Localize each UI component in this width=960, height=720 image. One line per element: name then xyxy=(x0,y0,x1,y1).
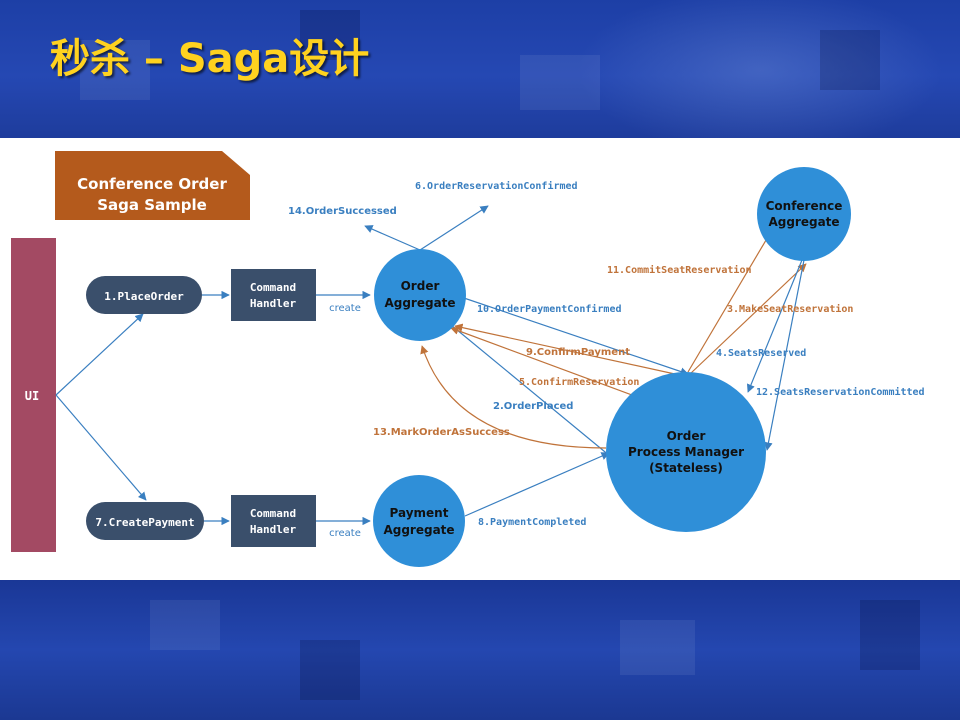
saga-diagram: Conference Order Saga Sample UI 1.PlaceO… xyxy=(11,151,925,567)
top-background-band xyxy=(0,0,960,138)
handler-top-line1: Command xyxy=(250,281,296,294)
payment-completed-arrow xyxy=(464,452,610,517)
background-tile xyxy=(820,30,880,90)
payment-aggregate-line1: Payment xyxy=(390,506,449,520)
ui-to-create-payment-arrow xyxy=(55,394,147,501)
confirm-reservation-arrow xyxy=(450,326,641,399)
payment-aggregate-line2: Aggregate xyxy=(383,523,454,537)
order-payment-confirmed-arrow xyxy=(457,295,689,376)
create-label-top: create xyxy=(329,303,361,314)
background-tile xyxy=(300,10,360,60)
command-handler-bottom: Command Handler xyxy=(231,495,316,547)
conference-aggregate-line2: Aggregate xyxy=(768,215,839,229)
ui-label: UI xyxy=(25,389,39,403)
handler-bottom-line1: Command xyxy=(250,507,296,520)
msg-order-successed: 14.OrderSuccessed xyxy=(288,206,397,217)
msg-seats-reservation-committed: 12.SeatsReservationCommitted xyxy=(756,386,925,398)
bottom-background-band xyxy=(0,580,960,720)
order-aggregate-node: Order Aggregate xyxy=(374,249,466,341)
msg-confirm-payment: 9.ConfirmPayment xyxy=(526,347,630,358)
conference-aggregate-line1: Conference xyxy=(766,199,843,213)
ui-to-place-order-arrow xyxy=(55,313,144,396)
seats-reservation-committed-arrow xyxy=(764,259,805,451)
process-manager-line2: Process Manager xyxy=(628,445,744,459)
handler-top-line2: Handler xyxy=(250,297,297,310)
background-tile xyxy=(620,620,695,675)
order-aggregate-line1: Order xyxy=(401,279,440,293)
msg-commit-seat-reservation: 11.CommitSeatReservation xyxy=(607,264,752,276)
place-order-command xyxy=(86,276,202,314)
msg-payment-completed: 8.PaymentCompleted xyxy=(478,517,586,528)
order-aggregate-line2: Aggregate xyxy=(384,296,455,310)
conference-aggregate-node: Conference Aggregate xyxy=(757,167,851,261)
msg-mark-order-as-success: 13.MarkOrderAsSuccess xyxy=(373,427,510,438)
saga-sample-badge: Conference Order Saga Sample xyxy=(55,151,250,220)
handler-bottom-line2: Handler xyxy=(250,523,297,536)
badge-line1: Conference Order xyxy=(77,175,227,193)
process-manager-line1: Order xyxy=(667,429,706,443)
payment-aggregate-node: Payment Aggregate xyxy=(373,475,465,567)
order-successed-arrow xyxy=(364,225,421,251)
msg-order-placed: 2.OrderPlaced xyxy=(493,401,573,412)
create-payment-label: 7.CreatePayment xyxy=(95,516,194,529)
badge-line2: Saga Sample xyxy=(97,196,207,214)
background-tile xyxy=(150,600,220,650)
process-manager-line3: (Stateless) xyxy=(649,461,723,475)
slide-title: 秒杀 – Saga设计 xyxy=(50,36,370,82)
ui-bar xyxy=(11,238,56,552)
background-tile xyxy=(520,55,600,110)
order-placed-arrow xyxy=(444,319,617,462)
process-manager-node: Order Process Manager (Stateless) xyxy=(606,372,766,532)
background-tile xyxy=(860,600,920,670)
seats-reserved-arrow xyxy=(746,259,803,393)
confirm-payment-arrow xyxy=(454,323,685,377)
msg-confirm-reservation: 5.ConfirmReservation xyxy=(519,376,639,388)
create-payment-command xyxy=(86,502,204,540)
background-tile xyxy=(80,40,150,100)
place-order-label: 1.PlaceOrder xyxy=(104,290,184,303)
command-handler-top: Command Handler xyxy=(231,269,316,321)
diagram-panel: Conference Order Saga Sample UI 1.PlaceO… xyxy=(0,138,960,580)
msg-seats-reserved: 4.SeatsReserved xyxy=(716,348,806,359)
msg-make-seat-reservation: 3.MakeSeatReservation xyxy=(727,303,853,315)
order-reservation-confirmed-arrow xyxy=(419,205,489,251)
create-label-bottom: create xyxy=(329,528,361,539)
mark-order-as-success-arrow xyxy=(420,345,607,449)
msg-order-reservation-confirmed: 6.OrderReservationConfirmed xyxy=(415,180,578,192)
msg-order-payment-confirmed: 10.OrderPaymentConfirmed xyxy=(477,303,622,315)
background-tile xyxy=(300,640,360,700)
make-seat-reservation-arrow xyxy=(689,263,807,375)
